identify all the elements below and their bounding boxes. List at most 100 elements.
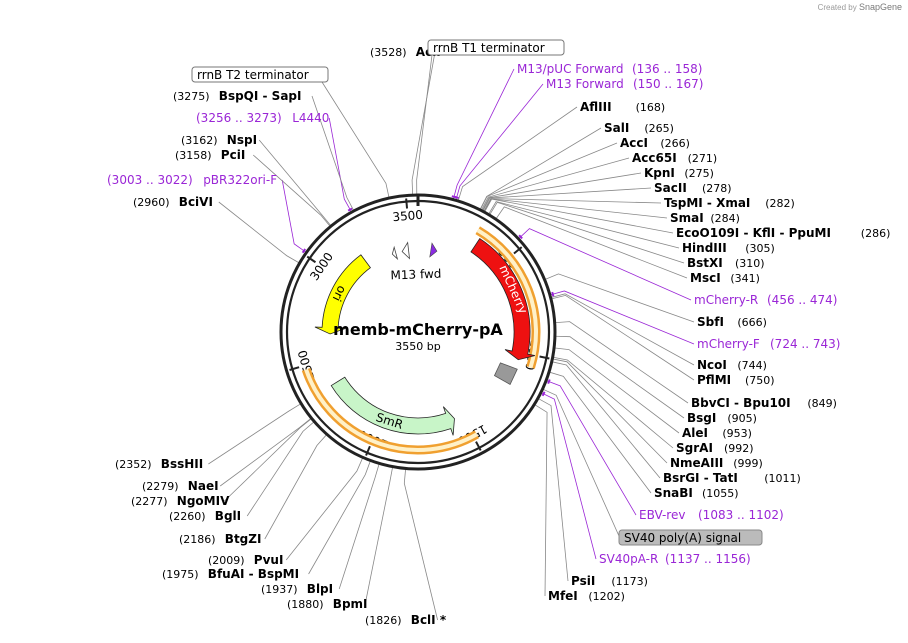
label-bcivi[interactable]: (2960)BciVI — [133, 195, 213, 209]
label-tspmi[interactable]: TspMI - XmaI(282) — [664, 196, 795, 210]
leader-line — [281, 179, 306, 253]
ori-feature-arrow[interactable] — [314, 254, 371, 335]
label-hindiii[interactable]: HindIII(305) — [682, 241, 775, 255]
primer-site-mark — [547, 379, 551, 385]
label-name: SV40 poly(A) signal — [624, 531, 741, 545]
label-snabi[interactable]: SnaBI(1055) — [654, 486, 739, 500]
label-ncoi[interactable]: NcoI(744) — [697, 358, 767, 372]
mcherry-feature-arrow[interactable] — [470, 238, 535, 361]
label-position: (2352) — [115, 458, 152, 471]
leader-line — [482, 172, 642, 211]
leader-line — [534, 404, 548, 597]
label-name: NspI — [227, 133, 257, 147]
leader-line — [550, 290, 695, 345]
label-sgrai[interactable]: SgrAI(992) — [676, 441, 754, 455]
label-btgzi[interactable]: (2186)BtgZI — [179, 532, 261, 546]
label-sali[interactable]: SalI(265) — [604, 121, 674, 135]
sv40-polya-feature[interactable] — [493, 362, 518, 386]
label-bsgi[interactable]: BsgI(905) — [687, 411, 757, 425]
leader-line — [458, 106, 578, 201]
label-l4440[interactable]: (3256 .. 3273)L4440 — [196, 111, 329, 125]
label-bsrgi[interactable]: BsrGI - TatI(1011) — [663, 471, 801, 485]
label-position: (284) — [710, 212, 740, 225]
smr-feature-arrow[interactable] — [330, 376, 455, 436]
label-ecoo109i[interactable]: EcoO109I - KflI - PpuMI(286) — [676, 226, 890, 240]
label-nspi[interactable]: (3162)NspI — [181, 133, 257, 147]
label-sbfi[interactable]: SbfI(666) — [697, 315, 767, 329]
label-position: (1083 .. 1102) — [698, 508, 784, 522]
label-bspqi[interactable]: (3275)BspQI - SapI — [173, 89, 301, 103]
label-ngomiv[interactable]: (2277)NgoMIV — [131, 494, 230, 508]
label-mfei[interactable]: MfeI(1202) — [548, 589, 625, 603]
label-position: (168) — [636, 101, 666, 114]
label-position: (905) — [727, 412, 757, 425]
label-acci[interactable]: AccI(266) — [620, 136, 690, 150]
label-bfuai[interactable]: (1975)BfuAI - BspMI — [162, 567, 299, 581]
label-nmeaiii[interactable]: NmeAIII(999) — [670, 456, 763, 470]
leader-line — [551, 293, 695, 366]
label-m13fwd[interactable]: M13 Forward(150 .. 167) — [546, 77, 703, 91]
label-name: BpmI — [333, 597, 368, 611]
label-m13puc[interactable]: M13/pUC Forward(136 .. 158) — [517, 62, 702, 76]
label-position: (310) — [735, 257, 765, 270]
primer-site-mark — [541, 391, 546, 397]
leader-line — [208, 403, 301, 465]
m13-fwd-primer-arrow[interactable] — [429, 242, 438, 258]
label-kpni[interactable]: KpnI(275) — [644, 166, 714, 180]
label-ebvrev[interactable]: EBV-rev(1083 .. 1102) — [639, 508, 784, 522]
label-name: NmeAIII — [670, 456, 723, 470]
label-pflmi[interactable]: PflMI(750) — [697, 373, 775, 387]
leader-line — [541, 392, 597, 560]
rrnb-t2-feature[interactable] — [391, 245, 399, 261]
label-bpmi[interactable]: (1880)BpmI — [287, 597, 368, 611]
leader-line — [480, 127, 602, 210]
label-blpi[interactable]: (1937)BlpI — [261, 582, 333, 596]
label-rrnbt2[interactable]: rrnB T2 terminator — [191, 66, 329, 83]
label-name: BbvCI - Bpu10I — [691, 396, 791, 410]
tick-mark — [289, 366, 300, 371]
label-smai[interactable]: SmaI(284) — [670, 211, 740, 225]
label-rrnbt1[interactable]: rrnB T1 terminator — [427, 39, 565, 56]
label-name: mCherry-R — [694, 293, 758, 307]
label-name: NcoI — [697, 358, 727, 372]
label-msci[interactable]: MscI(341) — [690, 271, 760, 285]
label-position: (750) — [745, 374, 775, 387]
label-name: SbfI — [697, 315, 724, 329]
label-acc65i[interactable]: Acc65I(271) — [632, 151, 717, 165]
label-pbr322[interactable]: (3003 .. 3022)pBR322ori-F — [107, 173, 277, 187]
label-name: BspQI - SapI — [219, 89, 302, 103]
label-bgli[interactable]: (2260)BglI — [169, 509, 241, 523]
label-mcherryr[interactable]: mCherry-R(456 .. 474) — [694, 293, 837, 307]
leader-line — [518, 228, 692, 301]
label-bsshii[interactable]: (2352)BssHII — [115, 457, 203, 471]
label-position: (3528) — [370, 46, 407, 59]
label-position: (953) — [722, 427, 752, 440]
label-bcli[interactable]: (1826)BclI * — [365, 613, 447, 627]
label-name: MfeI — [548, 589, 578, 603]
tick-mark — [405, 198, 409, 209]
leader-line — [553, 356, 674, 449]
label-name: KpnI — [644, 166, 675, 180]
label-pcii[interactable]: (3158)PciI — [175, 148, 245, 162]
label-sv40polya[interactable]: SV40 poly(A) signal — [618, 529, 763, 546]
label-aflii[interactable]: AflIII(168) — [580, 100, 665, 114]
label-psti[interactable]: PsiI(1173) — [571, 574, 648, 588]
leader-line — [455, 83, 544, 200]
label-alei[interactable]: AleI(953) — [682, 426, 752, 440]
label-sv40par[interactable]: SV40pA-R(1137 .. 1156) — [599, 552, 751, 566]
leader-lines — [208, 51, 695, 621]
rrnb-t1-feature[interactable] — [401, 241, 411, 260]
watermark-brand: SnapGene — [858, 2, 902, 12]
leader-line — [549, 371, 652, 494]
label-bstxi[interactable]: BstXI(310) — [687, 256, 765, 270]
label-bbvci[interactable]: BbvCI - Bpu10I(849) — [691, 396, 837, 410]
leader-line — [364, 467, 393, 605]
label-position: (2009) — [208, 554, 245, 567]
label-sacii[interactable]: SacII(278) — [654, 181, 732, 195]
label-mcherryf[interactable]: mCherry-F(724 .. 743) — [697, 337, 840, 351]
label-pvui[interactable]: (2009)PvuI — [208, 553, 283, 567]
leader-line — [338, 464, 380, 590]
label-naei[interactable]: (2279)NaeI — [142, 479, 219, 493]
label-position: (3256 .. 3273) — [196, 111, 282, 125]
